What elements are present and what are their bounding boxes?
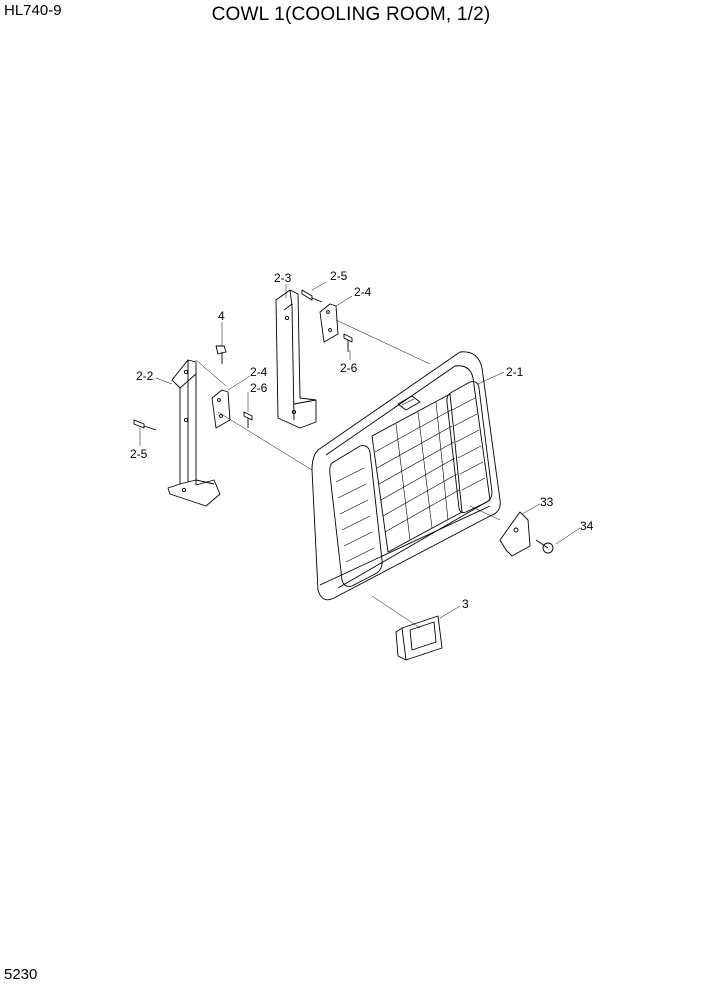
callout-2-2: 2-2 [136,369,154,383]
mounting-plate [499,511,531,557]
plate-left [211,389,231,429]
leader-lines [139,281,581,619]
bracket-center [275,289,317,429]
callout-33: 33 [540,495,554,509]
callout-2-6-top: 2-6 [340,361,358,375]
callout-4: 4 [218,309,225,323]
callout-2-5-top: 2-5 [330,269,348,283]
bolts [133,289,554,554]
plate-top [319,303,339,343]
page-number: 5230 [4,966,38,983]
bracket-left [167,359,221,507]
callout-2-5-left: 2-5 [130,447,148,461]
callout-34: 34 [580,519,594,533]
page-title: COWL 1(COOLING ROOM, 1/2) [211,4,491,25]
latch [395,615,443,661]
radiator-grille [311,351,501,601]
callout-3: 3 [462,597,469,611]
callout-2-3: 2-3 [274,271,292,285]
assembly-lines [195,319,501,629]
callout-2-4-left: 2-4 [250,365,268,379]
callout-2-6-left: 2-6 [250,381,268,395]
model-code: HL740-9 [4,2,62,19]
callout-2-4-top: 2-4 [354,285,372,299]
callout-2-1: 2-1 [506,365,524,379]
